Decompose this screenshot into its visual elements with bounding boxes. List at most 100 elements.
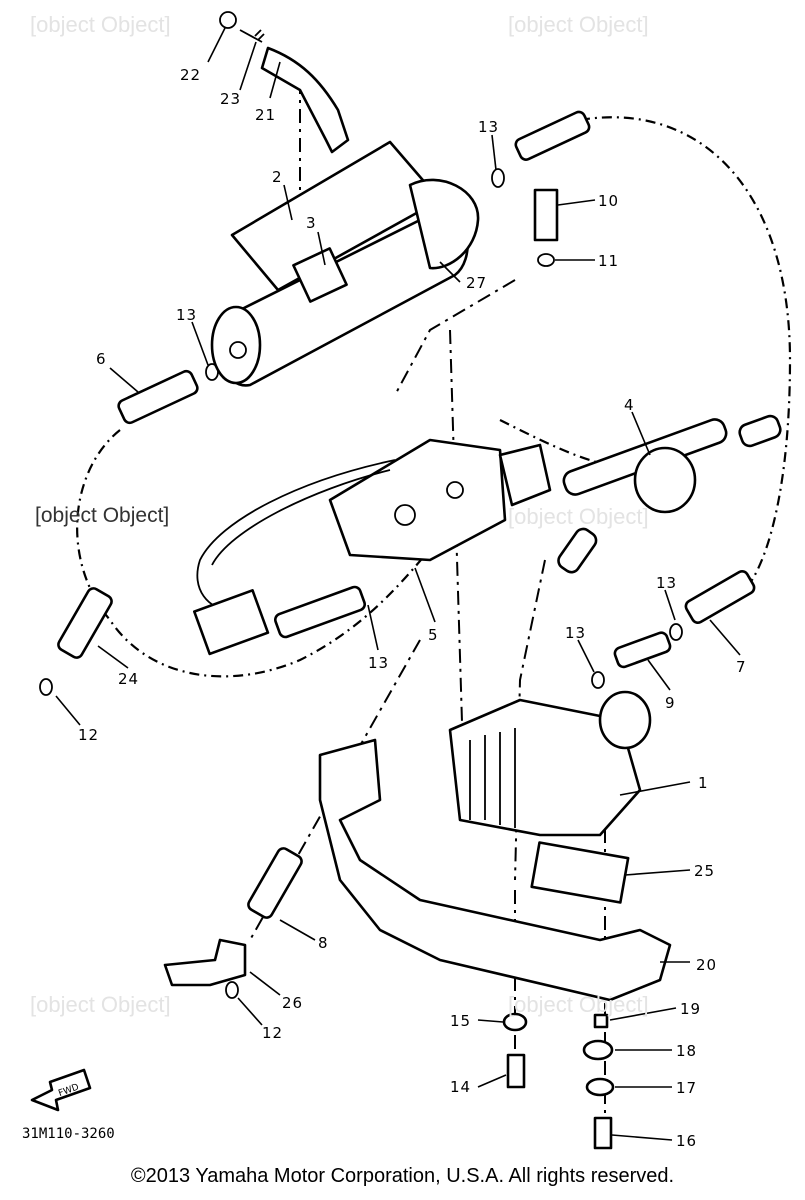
oring-12-a: [39, 678, 53, 696]
callout-labels: 22 23 21 2 3 27 13 10 11 13 6 4 13 7 13 …: [78, 66, 747, 1150]
callout-label: 23: [220, 90, 241, 108]
leader-16: [611, 1134, 673, 1141]
leader-26: [249, 971, 281, 996]
callout-label: 25: [694, 862, 715, 880]
watermark: [object Object]: [35, 504, 170, 527]
callout-label: 10: [598, 192, 619, 210]
diagram-code: 31M110-3260: [22, 1126, 115, 1142]
nut-15: [502, 1012, 528, 1032]
callout-label: 17: [676, 1079, 697, 1097]
callout-label: 20: [696, 956, 717, 974]
front-arrow-icon: FWD: [30, 1068, 92, 1112]
leader-9: [647, 659, 671, 691]
callout-label: 13: [478, 118, 499, 136]
callout-label: 1: [698, 774, 709, 792]
callout-label: 26: [282, 994, 303, 1012]
callout-label: 5: [428, 626, 439, 644]
leader-12b: [237, 997, 263, 1026]
leader-27: [439, 261, 461, 283]
leader-8: [279, 919, 316, 941]
hose-right: [738, 414, 782, 448]
fitting-9: [613, 631, 672, 669]
leader-23: [239, 41, 257, 91]
fitting-8: [247, 847, 303, 919]
leader-10: [557, 199, 596, 206]
leader-6: [109, 367, 139, 393]
hose-4-line: [499, 419, 651, 472]
leader-22: [207, 27, 226, 63]
connector: [192, 589, 270, 656]
leader-19: [609, 1007, 677, 1021]
callout-label: 9: [665, 694, 676, 712]
watermark: [object Object]: [508, 992, 649, 1017]
leader-13e: [367, 604, 379, 651]
oring-13-a: [491, 168, 505, 188]
valve-5: [328, 438, 552, 562]
washer-23: [239, 29, 265, 43]
clip-26: [163, 938, 247, 987]
right-routing-line: [579, 116, 792, 591]
callout-label: 16: [676, 1132, 697, 1150]
callout-label: 19: [680, 1000, 701, 1018]
leader-14: [477, 1074, 507, 1088]
leader-4: [631, 411, 651, 456]
callout-label: 13: [368, 654, 389, 672]
watermark: [object Object]: [508, 12, 649, 37]
watermark: [object Object]: [508, 504, 649, 529]
watermark: [object Object]: [30, 992, 171, 1017]
leader-2: [283, 184, 293, 221]
bracket-20: [318, 738, 672, 1002]
oring-11: [537, 253, 555, 267]
leader-1: [619, 781, 691, 796]
callout-label: 6: [96, 350, 107, 368]
harness: [196, 459, 396, 611]
leader-13b: [191, 321, 209, 366]
callout-label: 8: [318, 934, 329, 952]
filter-4: [562, 418, 728, 514]
leader-15: [477, 1019, 504, 1023]
leader-5: [414, 567, 436, 623]
callout-label: 13: [176, 306, 197, 324]
callout-label: 12: [262, 1024, 283, 1042]
grommet-19: [593, 1013, 609, 1029]
hose-short: [557, 527, 598, 574]
leader-25: [624, 869, 691, 876]
center-line-c: [514, 559, 546, 881]
leader-7: [709, 619, 741, 656]
oring-13-b: [205, 363, 219, 381]
fitting-24: [57, 587, 113, 659]
bolt-10: [533, 188, 559, 242]
callout-label: 27: [466, 274, 487, 292]
callout-label: 13: [565, 624, 586, 642]
center-line-g: [394, 279, 516, 396]
bracket-21: [260, 46, 350, 154]
leader-12a: [55, 695, 81, 726]
oring-13-c: [669, 623, 683, 641]
bolt-14: [506, 1053, 526, 1089]
copyright-notice: ©2013 Yamaha Motor Corporation, U.S.A. A…: [130, 1165, 675, 1187]
leader-13d: [577, 639, 595, 673]
callout-label: 4: [624, 396, 635, 414]
relay-3: [210, 203, 469, 387]
callout-label: 13: [656, 574, 677, 592]
washer-17: [585, 1077, 615, 1097]
fitting-7: [684, 570, 756, 624]
callout-label: 2: [272, 168, 283, 186]
plate-25: [530, 841, 630, 904]
leader-13a: [491, 134, 497, 171]
callout-label: 7: [736, 658, 747, 676]
fitting-6: [117, 369, 199, 425]
leader-3: [317, 231, 326, 266]
callout-label: 3: [306, 214, 317, 232]
callout-label: 14: [450, 1078, 471, 1096]
fitting-13-mid: [273, 585, 367, 639]
fitting-13-top: [514, 110, 591, 161]
bolt-16: [593, 1116, 613, 1150]
callout-label: 11: [598, 252, 619, 270]
watermark: [object Object]: [30, 12, 171, 37]
callout-label: 15: [450, 1012, 471, 1030]
callout-label: 18: [676, 1042, 697, 1060]
oring-13-d: [591, 671, 605, 689]
callout-label: 24: [118, 670, 139, 688]
